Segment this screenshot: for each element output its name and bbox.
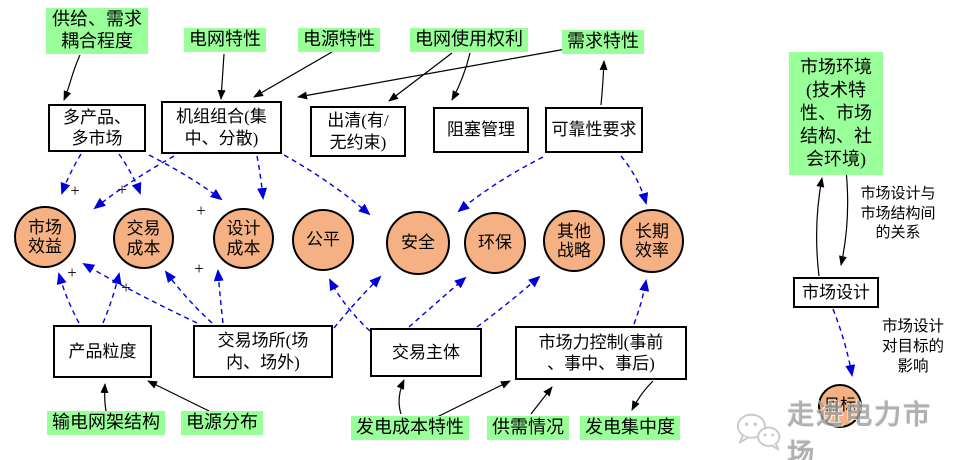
objective-security: 安全 — [386, 211, 450, 275]
element-product-granularity: 产品粒度 — [53, 325, 152, 378]
factor-supply-demand-situation: 供需情况 — [487, 416, 569, 440]
objective-design-cost: 设计成本 — [213, 208, 274, 269]
factor-grid-characteristics: 电网特性 — [184, 28, 266, 52]
polarity-sign: + — [67, 263, 77, 282]
watermark-text: 走进电力市场 — [787, 400, 933, 460]
element-trading-venue: 交易场所(场内、场外) — [193, 325, 333, 378]
watermark: 走进电力市场 — [735, 393, 955, 460]
objective-environment: 环保 — [464, 212, 526, 274]
objective-long-term-efficiency: 长期效率 — [620, 209, 684, 273]
objective-market-benefit: 市场效益 — [14, 206, 76, 268]
factor-grid-usage-rights: 电网使用权利 — [410, 28, 528, 52]
factor-source-distribution: 电源分布 — [181, 411, 263, 435]
element-market-power-control: 市场力控制(事前、事中、事后) — [515, 326, 687, 380]
factor-demand-characteristics: 需求特性 — [562, 30, 644, 54]
polarity-sign: + — [196, 201, 206, 220]
objective-fairness: 公平 — [292, 209, 354, 271]
polarity-sign: + — [70, 181, 80, 200]
factor-source-characteristics: 电源特性 — [298, 28, 380, 52]
side-relation-note: 市场设计与市场结构间的关系 — [860, 186, 936, 241]
element-reliability-requirement: 可靠性要求 — [545, 107, 643, 153]
factor-generation-cost-characteristics: 发电成本特性 — [351, 416, 469, 440]
side-goal-circle: 目标 — [818, 384, 862, 428]
factor-generation-concentration: 发电集中度 — [580, 416, 680, 440]
side-impact-note: 市场设计对目标的影响 — [881, 318, 944, 376]
factor-transmission-grid-structure: 输电网架结构 — [47, 411, 165, 435]
factor-supply-demand-coupling: 供给、需求耦合程度 — [46, 8, 148, 54]
polarity-sign: + — [121, 278, 131, 297]
element-congestion-management: 阻塞管理 — [433, 107, 529, 153]
polarity-sign: + — [117, 180, 127, 199]
objective-other-strategy: 其他战略 — [543, 210, 605, 272]
objective-transaction-cost: 交易成本 — [113, 208, 174, 269]
element-unit-commitment: 机组组合(集中、分散) — [161, 101, 282, 154]
side-market-environment-box: 市场环境(技术特性、市场结构、社会环境) — [789, 52, 883, 176]
element-trading-entities: 交易主体 — [370, 328, 482, 377]
polarity-sign: + — [194, 259, 204, 278]
element-clearing: 出清(有/无约束) — [310, 106, 406, 157]
element-multi-product-multi-market: 多产品、多市场 — [48, 104, 146, 152]
side-market-design-box: 市场设计 — [793, 277, 879, 308]
wechat-icon — [736, 413, 781, 451]
